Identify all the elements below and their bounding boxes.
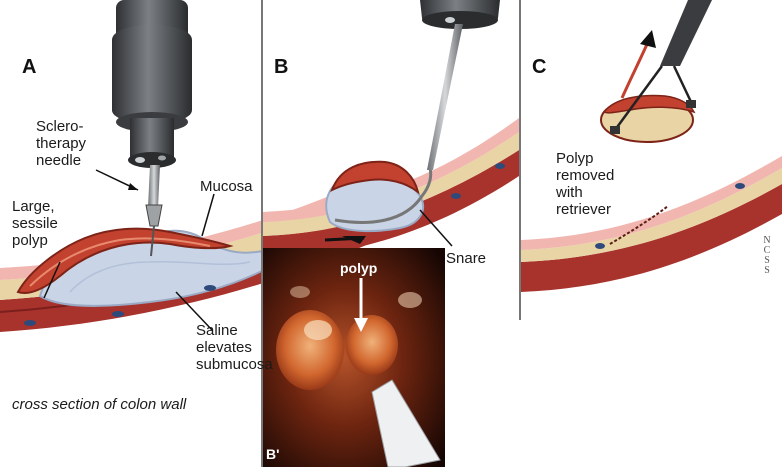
mucosa-pointer [201, 193, 215, 237]
sessile-polyp [16, 227, 234, 294]
retriever-shaft [660, 0, 712, 66]
caption-cross-section: cross section of colon wall [12, 396, 187, 413]
panel-c-artwork [521, 0, 782, 292]
panel-a-letter: A [22, 56, 37, 78]
panel-b-artwork [263, 0, 519, 260]
photo-label-polyp: polyp [340, 260, 378, 276]
panel-b-photo [263, 248, 445, 467]
label-saline-elevates-submucosa: Saline elevates submucosa [196, 322, 273, 373]
label-large-sessile-polyp: Large, sessile polyp [12, 198, 58, 249]
resection-site [609, 205, 669, 245]
saline-pointer [175, 291, 213, 331]
label-mucosa: Mucosa [200, 178, 253, 195]
panel-b-photo-letter: B' [266, 446, 280, 462]
label-snare: Snare [446, 250, 487, 267]
divider-bc [519, 0, 521, 320]
divider-ab [261, 0, 263, 467]
polyp-cap [330, 160, 420, 195]
snare-loop [334, 167, 433, 224]
photo-polyp-right [346, 315, 398, 375]
photo-catheter [371, 379, 441, 467]
panel-a-artwork [0, 0, 396, 332]
label-polyp-removed: Polyp removed with retriever [556, 150, 615, 218]
panel-c-letter: C [532, 56, 547, 78]
polyp-pointer [43, 261, 61, 299]
label-sclerotherapy-needle: Sclero- therapy needle [36, 118, 87, 169]
panel-b-letter: B [274, 56, 289, 78]
withdraw-arrow [620, 41, 650, 99]
snare-pointer [419, 209, 453, 247]
